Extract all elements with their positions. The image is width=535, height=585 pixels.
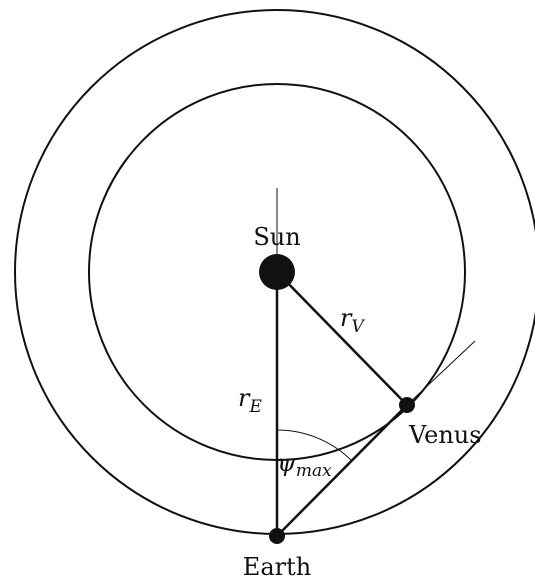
r-e-subscript: E bbox=[248, 397, 262, 417]
r-v-symbol: r bbox=[340, 304, 353, 332]
psi-max-angle-arc bbox=[276, 429, 353, 462]
r-v-subscript: V bbox=[351, 317, 365, 337]
r-e-symbol: r bbox=[238, 384, 251, 412]
psi-symbol: ψ bbox=[277, 449, 297, 477]
earth-label: Earth bbox=[243, 553, 311, 581]
sun-venus-line bbox=[276, 271, 408, 406]
tangent-extension-line bbox=[406, 340, 476, 406]
r-e-label: rE bbox=[238, 384, 262, 417]
venus-body bbox=[399, 397, 415, 413]
sun-body bbox=[259, 254, 295, 290]
earth-venus-line bbox=[276, 404, 408, 537]
sun-label: Sun bbox=[253, 223, 300, 251]
psi-max-label: ψmax bbox=[277, 449, 332, 481]
r-v-label: rV bbox=[340, 304, 365, 337]
venus-label: Venus bbox=[408, 421, 482, 449]
earth-body bbox=[269, 528, 285, 544]
psi-subscript: max bbox=[296, 461, 332, 481]
